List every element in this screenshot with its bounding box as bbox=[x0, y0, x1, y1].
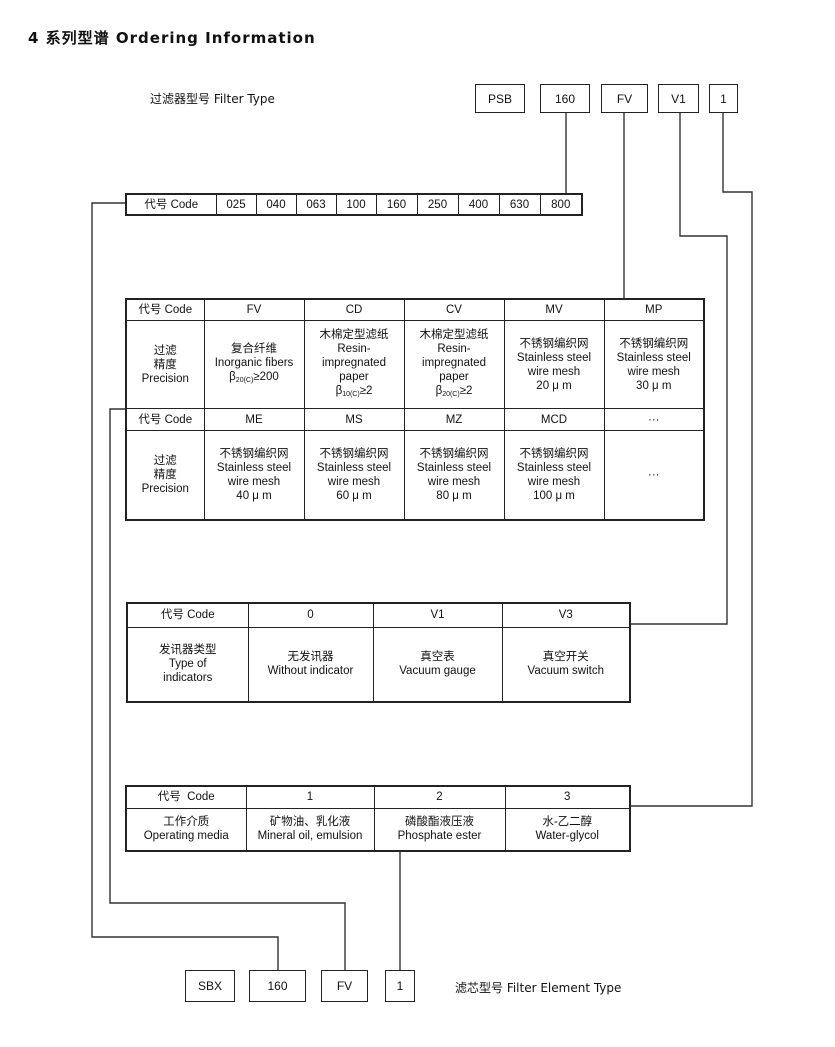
media-table: 代号 Code 1 2 3 工作介质 Operating media 矿物油、乳… bbox=[125, 785, 631, 852]
media-desc-cell: 水-乙二醇 Water-glycol bbox=[504, 807, 631, 852]
precision-code-label: 代号 Code bbox=[125, 298, 205, 321]
indicator-type-label: 发讯器类型 Type of indicators bbox=[126, 626, 249, 703]
precision-desc-cell: 不锈钢编织网 Stainless steel wire mesh 30 μ m bbox=[603, 319, 705, 410]
size-code-label: 代号 Code bbox=[125, 193, 217, 216]
filter-type-box-model: PSB bbox=[475, 84, 525, 113]
precision-desc-cell: 木棉定型滤纸 Resin- impregnated paper β10(C)≥2 bbox=[303, 319, 405, 410]
precision-code-cell: MP bbox=[603, 298, 705, 321]
size-code-cell: 800 bbox=[539, 193, 583, 216]
precision-desc-cell: 不锈钢编织网 Stainless steel wire mesh 80 μ m bbox=[403, 429, 505, 521]
element-type-box-size: 160 bbox=[249, 970, 306, 1002]
media-label: 工作介质 Operating media bbox=[125, 807, 247, 852]
indicator-desc-cell: 真空开关 Vacuum switch bbox=[501, 626, 631, 703]
size-code-cell: 250 bbox=[416, 193, 459, 216]
precision-code-cell: CD bbox=[303, 298, 405, 321]
precision-label: 过滤 精度 Precision bbox=[125, 319, 205, 410]
precision-table: 代号 Code FV CD CV MV MP 过滤 精度 Precision 复… bbox=[125, 298, 705, 521]
connector-media bbox=[629, 113, 753, 807]
precision-desc-cell: ··· bbox=[603, 429, 705, 521]
size-code-cell: 040 bbox=[255, 193, 297, 216]
precision-code-cell: MV bbox=[503, 298, 605, 321]
precision-desc-cell: 不锈钢编织网 Stainless steel wire mesh 20 μ m bbox=[503, 319, 605, 410]
media-code-cell: 3 bbox=[504, 785, 631, 809]
indicator-code-label: 代号 Code bbox=[126, 602, 249, 628]
indicator-table: 代号 Code 0 V1 V3 发讯器类型 Type of indicators… bbox=[126, 602, 631, 703]
precision-desc-cell: 不锈钢编织网 Stainless steel wire mesh 100 μ m bbox=[503, 429, 605, 521]
size-code-row: 代号 Code 025 040 063 100 160 250 400 630 … bbox=[125, 193, 583, 216]
indicator-desc-row: 发讯器类型 Type of indicators 无发讯器 Without in… bbox=[126, 626, 631, 703]
precision-code-cell: MZ bbox=[403, 408, 505, 431]
element-type-box-model: SBX bbox=[185, 970, 235, 1002]
precision-label: 过滤 精度 Precision bbox=[125, 429, 205, 521]
precision-desc-cell: 不锈钢编织网 Stainless steel wire mesh 60 μ m bbox=[303, 429, 405, 521]
precision-desc-cell: 木棉定型滤纸 Resin- impregnated paper β20(C)≥2 bbox=[403, 319, 505, 410]
precision-code-cell: MCD bbox=[503, 408, 605, 431]
size-code-cell: 160 bbox=[375, 193, 418, 216]
size-code-cell: 063 bbox=[295, 193, 337, 216]
precision-desc-cell: 不锈钢编织网 Stainless steel wire mesh 40 μ m bbox=[203, 429, 305, 521]
size-code-cell: 025 bbox=[215, 193, 257, 216]
filter-type-box-media: 1 bbox=[709, 84, 738, 113]
connector-indicator bbox=[629, 113, 728, 625]
connector-element-size bbox=[91, 202, 279, 970]
media-code-label: 代号 Code bbox=[125, 785, 247, 809]
precision-desc-row: 过滤 精度 Precision 复合纤维 Inorganic fibers β2… bbox=[125, 319, 705, 410]
precision-code-cell: CV bbox=[403, 298, 505, 321]
precision-code-cell: ··· bbox=[603, 408, 705, 431]
precision-code-cell: FV bbox=[203, 298, 305, 321]
size-code-cell: 630 bbox=[498, 193, 541, 216]
size-code-cell: 400 bbox=[457, 193, 500, 216]
indicator-desc-cell: 真空表 Vacuum gauge bbox=[372, 626, 503, 703]
size-code-cell: 100 bbox=[335, 193, 377, 216]
precision-code-cell: ME bbox=[203, 408, 305, 431]
precision-code-row: 代号 Code FV CD CV MV MP bbox=[125, 298, 705, 321]
filter-type-box-indicator: V1 bbox=[658, 84, 699, 113]
element-type-box-precision: FV bbox=[321, 970, 368, 1002]
page-title: 4 系列型谱 Ordering Information bbox=[28, 29, 316, 47]
precision-desc-cell: 复合纤维 Inorganic fibers β20(C)≥200 bbox=[203, 319, 305, 410]
indicator-code-cell: V3 bbox=[501, 602, 631, 628]
filter-type-box-size: 160 bbox=[540, 84, 590, 113]
media-desc-cell: 矿物油、乳化液 Mineral oil, emulsion bbox=[245, 807, 375, 852]
precision-code-row: 代号 Code ME MS MZ MCD ··· bbox=[125, 408, 705, 431]
indicator-code-cell: V1 bbox=[372, 602, 503, 628]
element-type-box-media: 1 bbox=[385, 970, 415, 1002]
indicator-code-cell: 0 bbox=[247, 602, 374, 628]
media-code-cell: 2 bbox=[373, 785, 506, 809]
size-code-table: 代号 Code 025 040 063 100 160 250 400 630 … bbox=[125, 193, 583, 216]
media-desc-cell: 磷酸酯液压液 Phosphate ester bbox=[373, 807, 506, 852]
media-code-cell: 1 bbox=[245, 785, 375, 809]
filter-type-label: 过滤器型号 Filter Type bbox=[150, 92, 275, 106]
media-code-row: 代号 Code 1 2 3 bbox=[125, 785, 631, 809]
precision-desc-row: 过滤 精度 Precision 不锈钢编织网 Stainless steel w… bbox=[125, 429, 705, 521]
precision-code-cell: MS bbox=[303, 408, 405, 431]
precision-code-label: 代号 Code bbox=[125, 408, 205, 431]
media-desc-row: 工作介质 Operating media 矿物油、乳化液 Mineral oil… bbox=[125, 807, 631, 852]
element-type-label: 滤芯型号 Filter Element Type bbox=[455, 981, 622, 995]
indicator-code-row: 代号 Code 0 V1 V3 bbox=[126, 602, 631, 628]
connector-element-precision bbox=[109, 408, 346, 970]
indicator-desc-cell: 无发讯器 Without indicator bbox=[247, 626, 374, 703]
filter-type-box-precision: FV bbox=[601, 84, 648, 113]
